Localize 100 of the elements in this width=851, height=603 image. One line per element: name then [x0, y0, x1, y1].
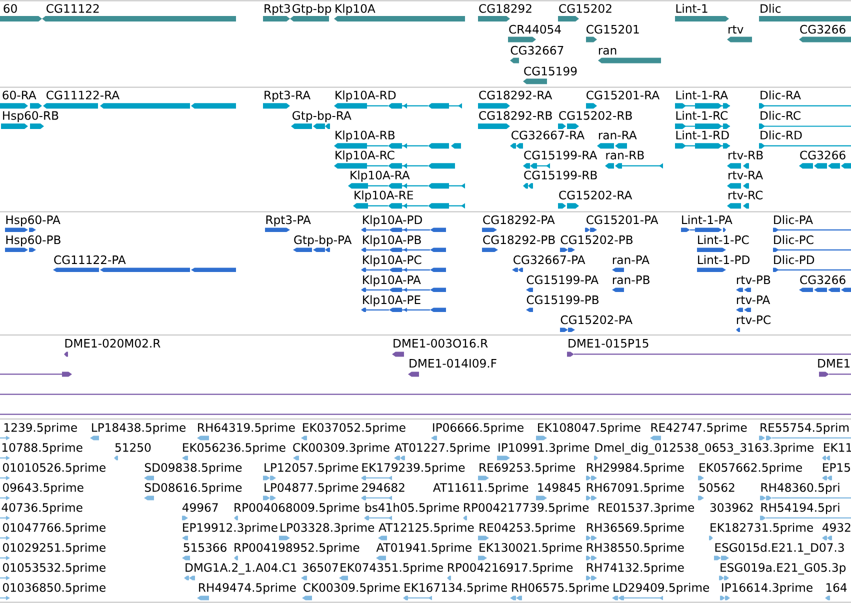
feature-label: EK056236.5prime [183, 442, 286, 454]
feature-label: rtv-RC [728, 190, 763, 200]
feature-label: bs41h05.5prime [366, 502, 460, 514]
feature-label: LP12057.5prime [264, 462, 358, 474]
feature-label: Lint-1-RC [676, 110, 728, 120]
feature-label: DMG1A.2_1.A04.C1 [186, 563, 296, 574]
feature-label: Dlic-PD [774, 255, 814, 264]
feature-label: 40736.5prime [2, 502, 82, 514]
feature-label: 10788.5prime [2, 442, 82, 454]
feature-label: EK074351.5prime [340, 562, 443, 574]
feature-label: 01029251.5prime [2, 542, 106, 554]
feature-label: Dlic-PA [774, 215, 813, 224]
feature-label: AT11611.5prime [433, 482, 528, 494]
feature-label: CG15202-PB [560, 235, 632, 244]
feature-label: AT01227.5prime [394, 442, 490, 454]
feature-label: CG15201-PA [586, 215, 658, 224]
feature-label: ran-RA [598, 130, 637, 140]
feature-label: Klp10A-PC [363, 255, 422, 266]
feature-label: SD08616.5prime [144, 482, 242, 494]
feature-label: Lint-1-PC [698, 235, 749, 244]
feature-label: DME1-020M02.R [65, 338, 160, 348]
feature-label: RH29984.5prime [587, 462, 684, 474]
feature-label: DME1-003O16.R [394, 338, 488, 348]
feature-label: EK182731.5prime [710, 522, 813, 534]
feature-label: AT01941.5prime [376, 542, 472, 554]
feature-label: CG15199-PA [526, 275, 598, 284]
feature-label: DME1 [818, 359, 850, 368]
feature-label: EP19912.3prime [183, 522, 278, 534]
feature-label: Gtp-bp-RA [292, 110, 352, 122]
feature-label: ran-PB [612, 276, 650, 284]
feature-label: Lint-1-PD [698, 255, 750, 264]
feature-label: RE69253.5prime [480, 462, 576, 474]
feature-label: RP004217739.5prime [464, 502, 589, 514]
feature-label: CG18292 [479, 4, 532, 13]
feature-label: Klp10A-PD [363, 215, 422, 226]
feature-label: ran [598, 48, 616, 55]
feature-label: 4932 [822, 523, 850, 532]
feature-label: Klp10A-PB [363, 235, 421, 246]
feature-label: CG3266 [800, 150, 846, 160]
feature-label: 51250 [115, 443, 151, 452]
feature-label: 50562 [699, 483, 734, 492]
feature-label: LD29409.5prime [614, 582, 710, 594]
feature-label: Klp10A-RE [354, 190, 413, 202]
feature-label: CG32667 [510, 46, 564, 55]
feature-label: 515366 [184, 543, 226, 552]
feature-label: Rpt3-RA [264, 90, 310, 102]
feature-label: CG15201 [586, 24, 639, 34]
feature-label: RP004216917.5prime [448, 562, 573, 574]
feature-label: 01053532.5prime [2, 562, 106, 574]
feature-label: 01047766.5prime [2, 522, 106, 534]
feature-label: CG11122 [46, 4, 99, 13]
feature-label: LP03328.3prime [280, 522, 374, 534]
feature-label: rtv-PA [736, 296, 770, 304]
feature-label: EK037052.5prime [303, 422, 406, 434]
feature-label: 01010526.5prime [2, 462, 106, 474]
feature-label: Klp10A-PE [363, 295, 420, 306]
feature-label: Klp10A-PA [363, 275, 421, 286]
feature-label: Rpt3 [264, 4, 290, 16]
feature-label: RE42747.5prime [651, 422, 747, 434]
feature-label: RH74132.5prime [587, 562, 684, 574]
feature-label: ran-PA [612, 256, 650, 264]
feature-label: CG18292-PA [483, 215, 555, 224]
feature-label: CG18292-RA [479, 90, 552, 100]
feature-label: rtv-PC [736, 315, 770, 324]
feature-label: Hsp60-PB [6, 235, 60, 246]
feature-label: RH49474.5prime [199, 582, 296, 594]
feature-label: CG15202-RA [559, 190, 632, 200]
feature-label: Klp10A-RD [336, 90, 396, 102]
feature-label: Klp10A [336, 4, 376, 16]
feature-label: DME1-015P15 [568, 338, 648, 348]
feature-label: IP06666.5prime [433, 422, 524, 434]
feature-label: LP04877.5prime [264, 482, 358, 494]
feature-label: ESG019a.E21_G05.3p [720, 563, 846, 574]
feature-label: CG15202-PA [560, 315, 632, 324]
feature-label: CG3266 [800, 275, 846, 284]
feature-label: CG11122-PA [54, 255, 126, 264]
feature-label: Dlic-RA [760, 90, 801, 100]
feature-label: CR44054 [509, 24, 561, 34]
feature-label: CK00309.5prime [304, 582, 400, 594]
feature-label: RE04253.5prime [480, 522, 576, 534]
feature-label: 09643.5prime [2, 482, 84, 494]
feature-label: 60 [4, 4, 17, 13]
feature-label: 01036850.5prime [2, 582, 106, 594]
feature-label: ESG015d.E21.1_D07.3 [715, 542, 844, 554]
feature-label: CG15199 [524, 66, 577, 76]
feature-label: Klp10A-RC [336, 150, 394, 162]
feature-label: Dlic-PC [774, 235, 814, 244]
feature-label: rtv-RA [728, 170, 763, 180]
feature-label: CG15199-RB [524, 170, 597, 180]
feature-label: IP10991.3prime [498, 442, 590, 454]
feature-label: rtv-RB [728, 150, 763, 160]
feature-label: RH06575.5prime [512, 582, 609, 594]
feature-label: Klp10A-RB [336, 130, 395, 142]
feature-label: Dlic [760, 4, 781, 13]
feature-label: Klp10A-RA [350, 170, 410, 182]
feature-label: 49967 [182, 503, 218, 512]
feature-label: CG15201-RA [586, 90, 660, 100]
feature-label: Lint-1 [676, 4, 708, 13]
feature-label: RP004198952.5prime [234, 542, 360, 554]
feature-label: CK00309.3prime [293, 442, 390, 454]
